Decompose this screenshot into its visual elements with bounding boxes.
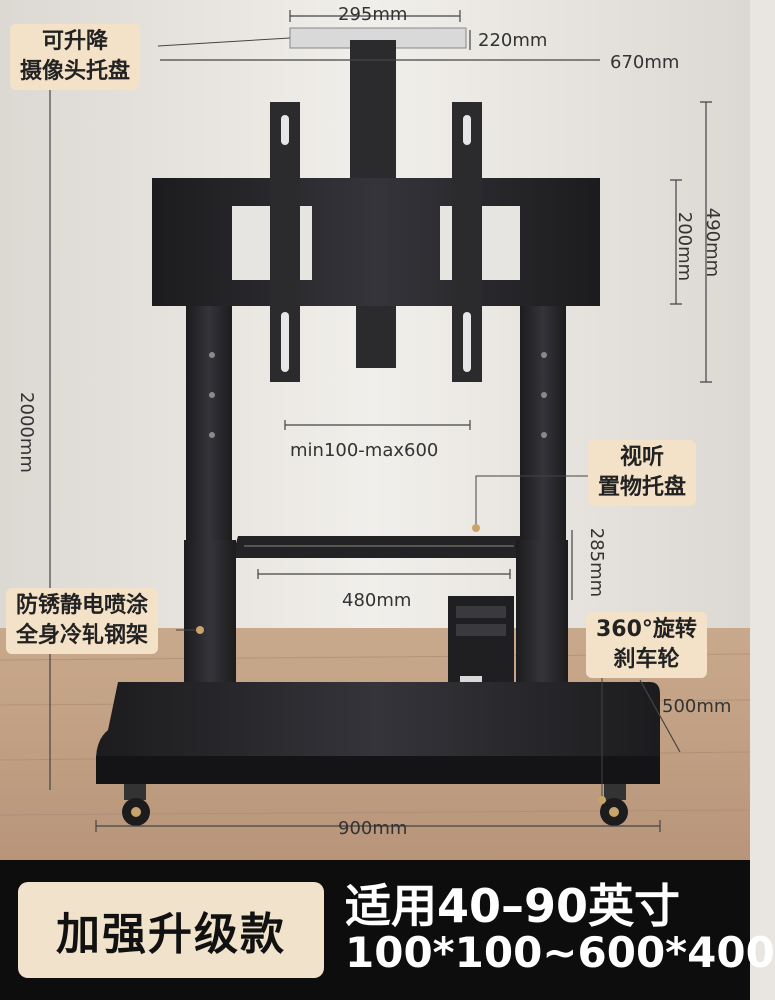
center-pole — [350, 40, 396, 180]
callout-av-tray: 视听 置物托盘 — [588, 440, 697, 506]
vesa-spec-text: 100*100~600*400 — [345, 928, 775, 977]
callout-text: 360°旋转 — [596, 617, 697, 642]
callout-wheels: 360°旋转 刹车轮 — [586, 612, 707, 678]
wheels — [122, 784, 628, 826]
product-photo: 可升降 摄像头托盘 视听 置物托盘 防锈静电喷涂 全身冷轧钢架 360°旋转 刹… — [0, 0, 751, 860]
dim-tray-width: 295mm — [338, 4, 408, 25]
callout-text: 刹车轮 — [613, 647, 680, 672]
dim-shelf-width: 480mm — [342, 590, 412, 611]
callout-text: 置物托盘 — [598, 475, 687, 500]
bottom-banner: 加强升级款 适用40–90英寸 100*100~600*400 — [0, 860, 775, 1000]
callout-frame: 防锈静电喷涂 全身冷轧钢架 — [6, 588, 159, 654]
callout-text: 视听 — [620, 445, 665, 470]
right-upright — [520, 306, 566, 556]
dim-shelf-height: 285mm — [586, 527, 608, 598]
mount-plate — [152, 178, 600, 306]
dim-total-height: 2000mm — [15, 392, 37, 473]
left-upright — [186, 306, 232, 556]
plate-lower-bar — [356, 306, 396, 368]
tv-stand-illustration — [0, 0, 751, 860]
callout-text: 全身冷轧钢架 — [16, 623, 149, 648]
callout-text: 防锈静电喷涂 — [16, 593, 149, 618]
callout-text: 摄像头托盘 — [20, 59, 131, 84]
callout-camera-tray: 可升降 摄像头托盘 — [10, 24, 141, 90]
dim-vesa-range: min100-max600 — [290, 440, 439, 461]
dim-base-depth: 500mm — [662, 696, 732, 717]
dim-bracket-height: 490mm — [702, 207, 724, 278]
dim-plate-height: 200mm — [674, 211, 696, 282]
screen-size-text: 适用40–90英寸 — [345, 879, 681, 933]
dim-bracket-width: 670mm — [610, 52, 680, 73]
callout-text: 可升降 — [42, 29, 109, 54]
dim-tray-depth: 220mm — [478, 30, 548, 51]
upgrade-badge: 加强升级款 — [18, 882, 324, 978]
camera-tray — [289, 27, 467, 180]
dim-base-width: 900mm — [338, 818, 408, 839]
